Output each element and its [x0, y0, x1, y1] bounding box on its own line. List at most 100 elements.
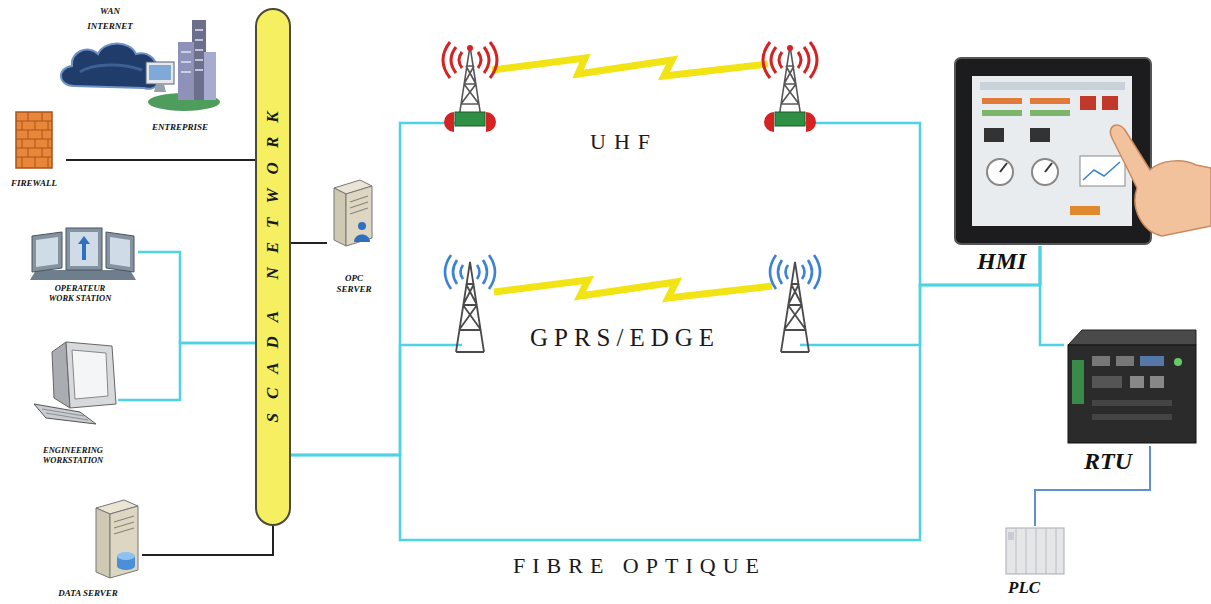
uhf-tower-icon-part: [763, 42, 817, 78]
server-node: DATA SERVER: [34, 496, 142, 600]
plc-icon-part: [1008, 532, 1014, 540]
cloud-icon-part: [80, 65, 142, 72]
enterprise-icon-part: [146, 62, 174, 84]
workstation-node: ENGINEERING WORKSTATION: [28, 336, 118, 468]
hmi-panel-icon-part: [1102, 96, 1118, 110]
link-segment: [118, 343, 255, 400]
opc-server-icon-part: [358, 222, 366, 230]
enterprise-icon-part: [181, 30, 203, 72]
uhf-tower-icon-part: [455, 112, 485, 126]
plc-icon-part: [1006, 528, 1064, 574]
hmi-panel-icon-part: [1030, 110, 1070, 116]
uhf-tower-icon-part: [444, 112, 454, 132]
link-line: [142, 526, 273, 555]
link-segment: [66, 159, 255, 161]
link-line: [66, 160, 255, 161]
radio-bolt: [494, 280, 772, 298]
hmi-panel-icon-part: [1032, 159, 1058, 185]
link-line: [291, 243, 327, 244]
workstation-node: OPERATEUR WORK STATION: [22, 222, 138, 306]
hmi-panel-icon-part: [1070, 206, 1100, 215]
operator-console-icon-part: [110, 237, 130, 267]
opc-server-icon-part: [350, 196, 368, 214]
operator-console-icon-part: [78, 236, 90, 260]
operator-console-icon-part: [66, 228, 102, 270]
rtu-icon-part: [1092, 400, 1172, 406]
link-line: [291, 58, 1040, 455]
gprs-tower-icon-part: [770, 255, 820, 289]
operator-console-icon: [30, 228, 136, 280]
hmi-panel-icon-part: [982, 98, 1022, 104]
link-segment: [1040, 246, 1064, 345]
enterprise-icon-part: [178, 42, 194, 100]
uhf-tower-icon-part: [764, 112, 774, 132]
data-server-icon-part: [117, 552, 135, 560]
link-segment: [138, 252, 255, 343]
link-line: [291, 246, 1040, 455]
link-segment: [291, 123, 456, 455]
device-label: WAN INTERNET: [81, 4, 139, 35]
cloud-node: WAN INTERNET: [56, 2, 164, 88]
firewall-node: FIREWALL: [2, 108, 66, 190]
link-label: UHF: [582, 129, 658, 155]
link-line: [291, 246, 1040, 540]
data-server-icon-part: [114, 516, 134, 534]
link-segment: [291, 246, 1040, 540]
link-line: [1035, 446, 1150, 526]
rtu-icon: [1068, 330, 1196, 443]
device-label: HMI: [977, 248, 1026, 276]
rtu-icon-part: [1092, 376, 1122, 388]
rtu-icon-part: [1072, 360, 1084, 404]
hmi-panel-icon-part: [987, 159, 1013, 185]
hmi-panel-icon-part: [982, 110, 1022, 116]
rtu-node: RTU: [1064, 328, 1198, 446]
hmi-panel-icon-part: [1030, 128, 1050, 142]
hmi-panel-icon-part: [1000, 163, 1007, 172]
uhf-tower-icon-part: [787, 45, 793, 51]
hmi-node: HMI: [955, 58, 1153, 246]
link-segment: [291, 345, 462, 455]
uhf-tower-icon-part: [486, 112, 496, 132]
hand-icon: [1110, 125, 1211, 236]
opc-server-icon-part: [354, 235, 370, 243]
uhf-tower-icon: [443, 42, 497, 132]
hmi-panel-icon-part: [1080, 96, 1096, 110]
network-band: SCADA NETWORK: [255, 8, 291, 526]
cloud-icon-part: [61, 44, 159, 89]
gprs-tower-icon: [445, 255, 495, 352]
device-label: RTU: [1084, 448, 1132, 476]
operator-console-icon-part: [32, 232, 62, 272]
rtu-icon-part: [1174, 358, 1182, 366]
uhf-tower-icon: [763, 42, 817, 132]
cloud-icon: [61, 44, 159, 89]
link-line: [1040, 246, 1064, 345]
enterprise-node: ENTREPRISE: [136, 16, 224, 134]
plc-icon: [1006, 528, 1064, 574]
link-label: FIBRE OPTIQUE: [506, 553, 766, 579]
rtu-icon-part: [1068, 330, 1196, 345]
hmi-panel-icon-part: [972, 76, 1132, 226]
plc-node: PLC: [1002, 526, 1068, 576]
device-label: OPERATEUR WORK STATION: [43, 284, 117, 304]
operator-console-icon-part: [70, 232, 98, 266]
enterprise-icon-part: [154, 84, 166, 92]
hand-icon-part: [1110, 125, 1211, 236]
rtu-icon-part: [1140, 356, 1164, 366]
firewall-icon: [16, 112, 52, 168]
hmi-panel-icon-part: [1080, 156, 1125, 186]
link-segment: [1035, 446, 1150, 526]
uhf-tower-icon-part: [806, 112, 816, 132]
server-node: OPC SERVER: [327, 178, 381, 296]
operator-console-icon-part: [36, 237, 58, 267]
operator-console-icon-part: [106, 232, 134, 272]
engineering-pc-icon-part: [34, 404, 96, 424]
link-segment: [142, 526, 273, 555]
hmi-panel-icon-part: [1083, 162, 1120, 180]
engineering-pc-icon-part: [66, 342, 116, 408]
engineering-pc-icon-part: [72, 350, 108, 399]
gprs-tower-icon-part: [445, 255, 495, 289]
rtu-icon-part: [1116, 356, 1134, 366]
